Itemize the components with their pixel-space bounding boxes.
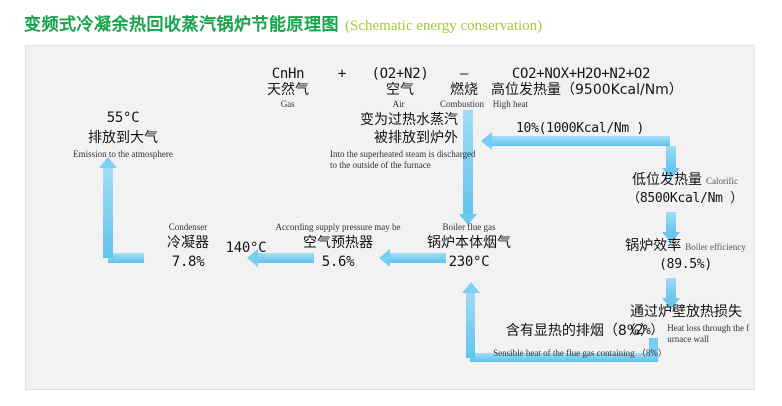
boiler-efficiency-label-cn: 锅炉效率 [625, 238, 682, 254]
reaction-gas-label-en: Gas [280, 99, 295, 109]
node-calorific: 低位发热量 Calorific （8500Kcal/Nm ） [600, 172, 770, 206]
reaction-equation: CnHn + (O2+N2) — CO2+NOX+H2O+N2+O2 [255, 66, 675, 83]
wall-loss-label-cn: 通过炉壁放热损失 [630, 304, 742, 320]
arrow-calorific-to-efficiency-shaft [666, 212, 676, 234]
superheated-label-en-line1: Into the superheated steam is discharged [330, 149, 476, 160]
page-title-chinese: 变频式冷凝余热回收蒸汽锅炉节能原理图 [24, 15, 339, 35]
node-condenser: Condenser 冷凝器 7.8% [130, 222, 246, 270]
arrow-reaction-to-flue-head [459, 214, 477, 225]
node-emission-to-atmosphere: 55°C 排放到大气 Emission to the atmosphere [38, 110, 208, 160]
label-mid-temperature: 140°C [225, 240, 267, 256]
reaction-fuel-formula: CnHn [271, 66, 305, 82]
reaction-air-label-cn: 空气 [386, 82, 414, 98]
wall-loss-label-en-line1: Heat loss through the f [667, 322, 750, 333]
arrow-sensible-heat-vertical [466, 292, 475, 358]
arrow-sensible-heat-head [462, 282, 480, 293]
sensible-heat-label-en: Sensible heat of the flue gas containing… [493, 347, 667, 358]
condenser-label-en: Condenser [168, 222, 208, 232]
reaction-dash: — [459, 66, 469, 82]
arrow-fluegas-to-preheater-head [379, 249, 390, 267]
condenser-label-cn: 冷凝器 [167, 235, 209, 252]
arrow-fluegas-to-preheater-shaft [390, 253, 446, 263]
wall-loss-value: （2%） [622, 322, 664, 338]
condenser-value: 7.8% [171, 253, 205, 270]
node-sensible-heat: 含有显热的排烟（8%） Sensible heat of the flue ga… [480, 323, 680, 359]
arrow-reaction-to-flue-shaft [463, 110, 473, 214]
air-preheater-label-en: According supply pressure may be [275, 222, 401, 232]
diagram-panel [25, 45, 755, 390]
wall-loss-label-en-line2: urnace wall [667, 333, 709, 344]
label-recovery-percent: 10%(1000Kcal/Nm ) [516, 121, 644, 136]
boiler-efficiency-value: (89.5%) [659, 256, 712, 272]
reaction-air-formula: (O2+N2) [371, 66, 429, 82]
arrow-sensible-heat-riser-right [649, 338, 658, 358]
reaction-combustion-label-en: Combustion [440, 99, 485, 109]
boiler-efficiency-label-en: Boiler efficiency [685, 242, 746, 252]
calorific-label-en: Calorific [706, 176, 738, 186]
flue-gas-label-en: Boiler flue gas [442, 222, 496, 232]
arrow-recovery-shaft [492, 136, 670, 146]
sensible-heat-label-cn: 含有显热的排烟（8%） [505, 323, 655, 339]
arrow-highheat-to-calorific-shaft [666, 146, 676, 170]
emission-label-en: Emission to the atmosphere [73, 149, 173, 160]
reaction-labels-cn: 天然气 空气 燃烧 高位发热量（9500Kcal/Nm） [255, 82, 683, 99]
emission-temperature: 55°C [106, 110, 140, 126]
superheated-label-cn-line1: 变为过热水蒸汽 [360, 112, 458, 128]
arrow-preheater-to-condenser-shaft [258, 253, 314, 263]
reaction-air-label-en: Air [392, 99, 405, 109]
reaction-labels-en: Gas Air Combustion High heat [255, 99, 675, 110]
arrow-condenser-to-emission-vertical [103, 168, 113, 258]
superheated-label-cn-line2: 被排放到炉外 [374, 129, 458, 146]
page-title-english: (Schematic energy conservation) [345, 18, 543, 34]
arrow-sensible-heat-horizontal [470, 353, 658, 362]
calorific-label-cn: 低位发热量 [632, 172, 702, 188]
flue-gas-temperature: 230°C [448, 253, 490, 270]
arrow-efficiency-to-wallloss-shaft [666, 278, 676, 300]
reaction-highheat-label-cn: 高位发热量（9500Kcal/Nm） [491, 82, 683, 98]
arrow-condenser-to-emission-head [99, 157, 117, 168]
node-superheated-steam: 变为过热水蒸汽 被排放到炉外 Into the superheated stea… [330, 112, 476, 172]
node-wall-heat-loss: 通过炉壁放热损失 （2%） Heat loss through the f ur… [596, 304, 776, 345]
air-preheater-label-cn: 空气预热器 [303, 235, 373, 252]
node-boiler-flue-gas: Boiler flue gas 锅炉本体烟气 230°C [405, 222, 533, 270]
reaction-products-formula: CO2+NOX+H2O+N2+O2 [511, 66, 651, 82]
arrow-highheat-to-calorific-head [662, 168, 680, 179]
air-preheater-value: 5.6% [321, 253, 355, 270]
flue-gas-label-cn: 锅炉本体烟气 [427, 235, 511, 252]
arrow-calorific-to-efficiency-head [662, 232, 680, 243]
reaction-gas-label-cn: 天然气 [267, 82, 309, 98]
emission-label-cn: 排放到大气 [88, 129, 158, 146]
calorific-value: （8500Kcal/Nm ） [627, 190, 743, 206]
reaction-plus-sign: + [337, 66, 347, 82]
arrow-recovery-head [481, 132, 492, 150]
arrow-preheater-to-condenser-head [247, 249, 258, 267]
page-title: 变频式冷凝余热回收蒸汽锅炉节能原理图 (Schematic energy cons… [24, 10, 542, 35]
arrow-efficiency-to-wallloss-head [662, 298, 680, 309]
node-boiler-efficiency: 锅炉效率 Boiler efficiency (89.5%) [598, 238, 773, 272]
node-air-preheater: According supply pressure may be 空气预热器 5… [272, 222, 404, 270]
superheated-label-en-line2: to the outside of the furnace [330, 160, 431, 171]
reaction-combustion-label-cn: 燃烧 [450, 82, 478, 98]
reaction-highheat-label-en: High heat [492, 99, 528, 109]
arrow-condenser-to-emission-horizontal [108, 253, 144, 263]
